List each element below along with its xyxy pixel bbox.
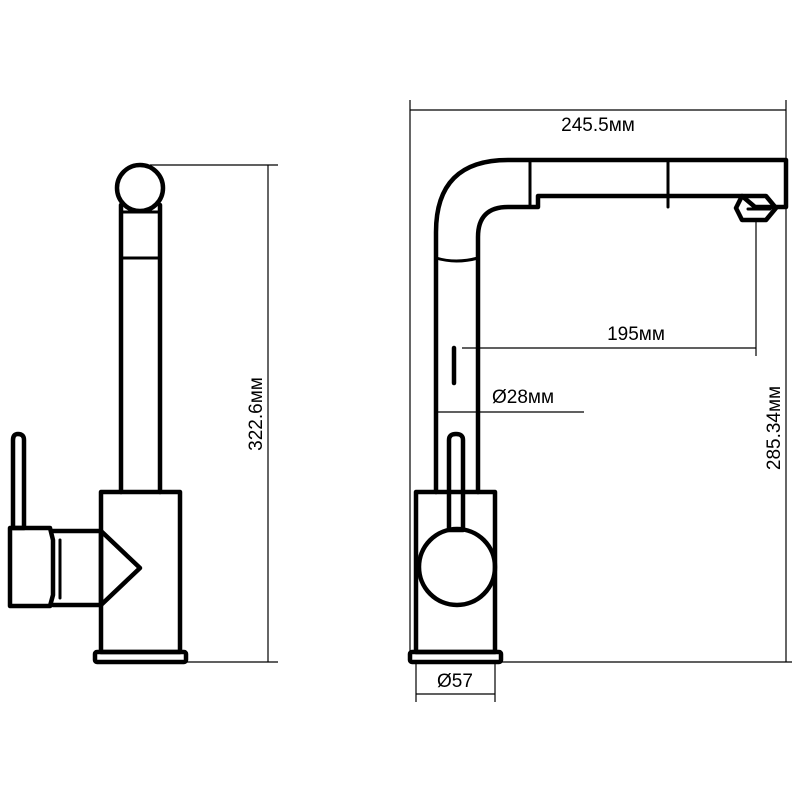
front-view-handle-knob — [416, 526, 498, 608]
spout-height-dimension: 285.34мм — [501, 207, 792, 663]
side-view-cartridge — [50, 528, 143, 608]
spout-reach-total-dimension: 245.5мм — [409, 100, 787, 662]
base-diameter-dimension: Ø57 — [415, 662, 496, 702]
spout-reach-label: 195мм — [607, 324, 665, 345]
side-view-base — [92, 649, 189, 665]
side-view-spout-head — [114, 162, 166, 214]
spout-diameter-dimension: Ø28мм — [436, 387, 584, 413]
side-view-body — [98, 489, 183, 655]
overall-height-label: 322.6мм — [246, 377, 267, 451]
spout-height-label: 285.34мм — [764, 386, 785, 470]
front-view-spout — [433, 157, 789, 495]
side-view-handle-cap — [7, 525, 56, 609]
front-view-lever — [446, 431, 466, 533]
spout-reach-total-label: 245.5мм — [561, 115, 635, 136]
front-view — [407, 157, 789, 665]
side-view-lever — [10, 431, 27, 531]
front-view-base — [407, 649, 504, 665]
spout-diameter-label: Ø28мм — [492, 387, 554, 408]
front-view-body — [413, 489, 498, 655]
side-view — [7, 162, 189, 665]
base-diameter-label: Ø57 — [437, 671, 473, 692]
front-view-aerator — [733, 193, 779, 223]
overall-height-dimension: 322.6мм — [150, 164, 278, 663]
spout-reach-dimension: 195мм — [462, 220, 757, 356]
side-view-spout-pipe — [118, 202, 163, 495]
